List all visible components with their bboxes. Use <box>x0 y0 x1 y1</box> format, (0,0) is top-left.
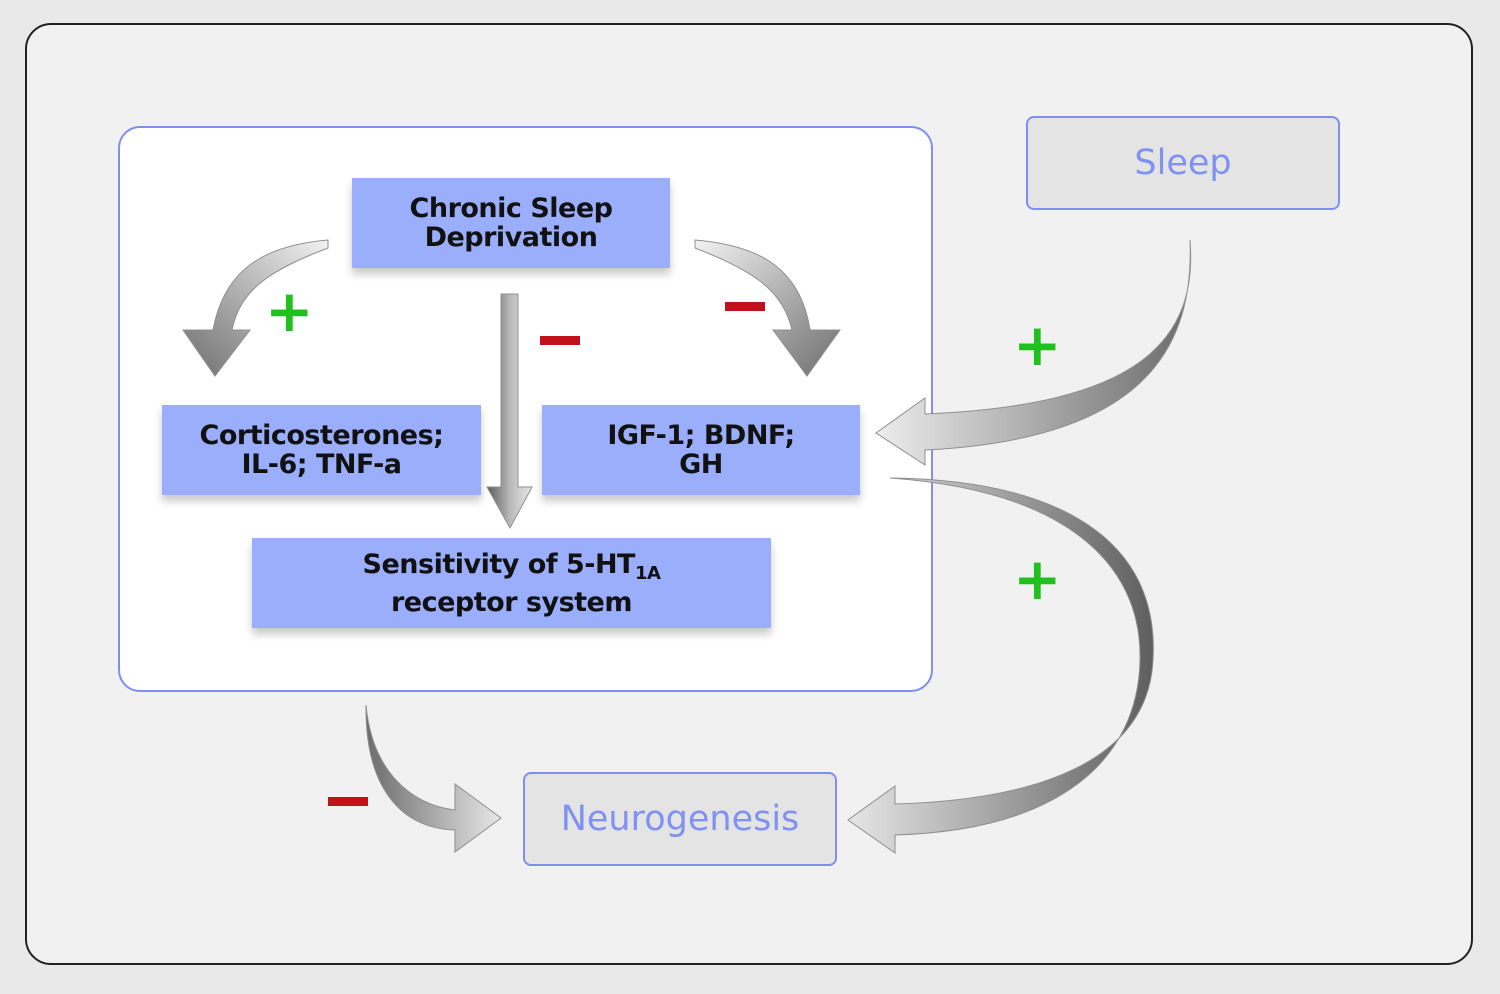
minus-sign-neurogenesis <box>328 797 368 806</box>
node-cortico-line2: IL-6; TNF-a <box>241 449 403 480</box>
minus-sign-igf <box>725 302 765 311</box>
node-chronic-line2: Deprivation <box>424 222 598 253</box>
plus-sign-igf-neurogenesis: + <box>1013 545 1062 613</box>
node-sensitivity-main: Sensitivity of 5-HT <box>362 548 636 580</box>
arrow-sleep-to-igf <box>875 239 1192 466</box>
plus-sign-cortico: + <box>265 277 314 345</box>
arrow-chronic-to-igf <box>694 239 841 377</box>
node-sensitivity-5ht1a: Sensitivity of 5-HT1A receptor system <box>252 538 771 628</box>
node-sensitivity-sub: 1A <box>634 562 661 584</box>
node-sensitivity-line2: receptor system <box>390 586 633 618</box>
node-chronic-sleep-deprivation: Chronic Sleep Deprivation <box>352 178 670 268</box>
node-igf-bdnf-gh: IGF-1; BDNF; GH <box>542 405 860 495</box>
arrow-chronic-to-sensitivity <box>486 293 533 530</box>
node-igf-line2: GH <box>679 449 723 480</box>
node-corticosterones: Corticosterones; IL-6; TNF-a <box>162 405 481 495</box>
node-neurogenesis: Neurogenesis <box>523 772 837 866</box>
plus-sign-sleep: + <box>1013 311 1062 379</box>
node-sensitivity-line1: Sensitivity of 5-HT1A <box>363 550 661 588</box>
node-chronic-line1: Chronic Sleep <box>409 193 613 224</box>
node-igf-line1: IGF-1; BDNF; <box>607 420 795 451</box>
node-sleep: Sleep <box>1026 116 1340 210</box>
minus-sign-sensitivity <box>540 336 580 345</box>
arrow-panel-to-neurogenesis <box>365 704 502 853</box>
arrow-igf-to-neurogenesis <box>847 477 1154 854</box>
arrow-chronic-to-cortico <box>182 239 329 377</box>
node-cortico-line1: Corticosterones; <box>199 420 444 451</box>
